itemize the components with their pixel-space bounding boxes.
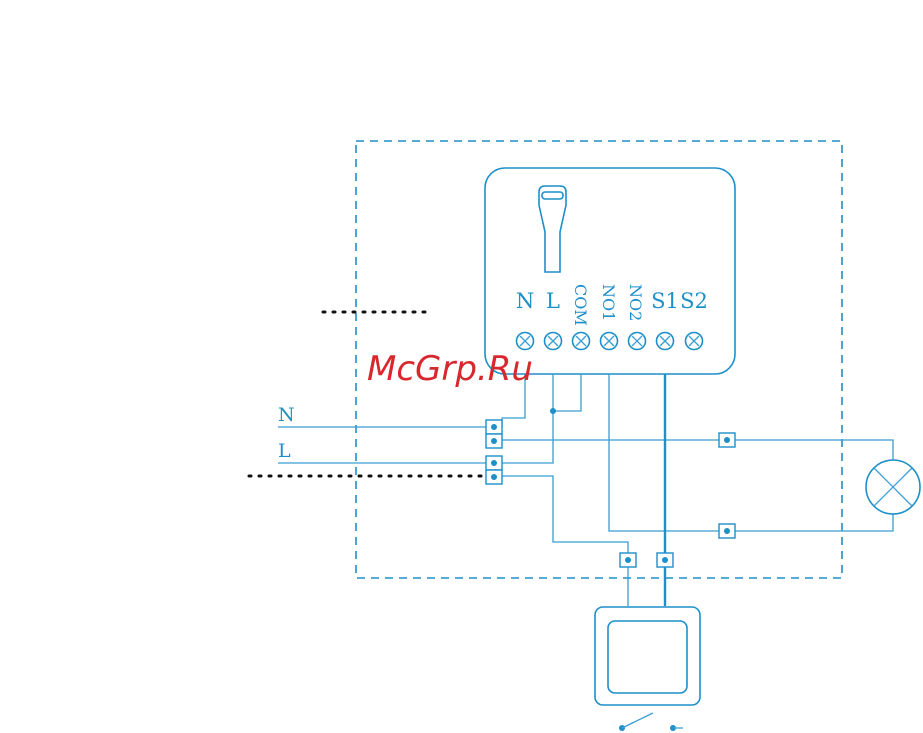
wall-switch-icon [595,607,700,731]
terminal-label-com: COM [571,284,590,326]
watermark-text: McGrp.Ru [367,349,533,389]
relay-module: N L COM NO1 NO2 S1 S2 [485,168,735,374]
terminal-label-s2: S2 [680,289,708,313]
line-label-live: L [278,440,291,462]
lamp-icon [866,460,920,514]
terminal-label-no2: NO2 [626,284,645,321]
terminal-label-n: N [516,289,534,313]
line-label-neutral: N [278,404,295,426]
wiring [278,374,893,606]
terminal-label-no1: NO1 [599,284,618,321]
terminal-label-s1: S1 [651,289,679,313]
wire-connectors [486,420,735,567]
terminal-label-l: L [546,289,560,313]
